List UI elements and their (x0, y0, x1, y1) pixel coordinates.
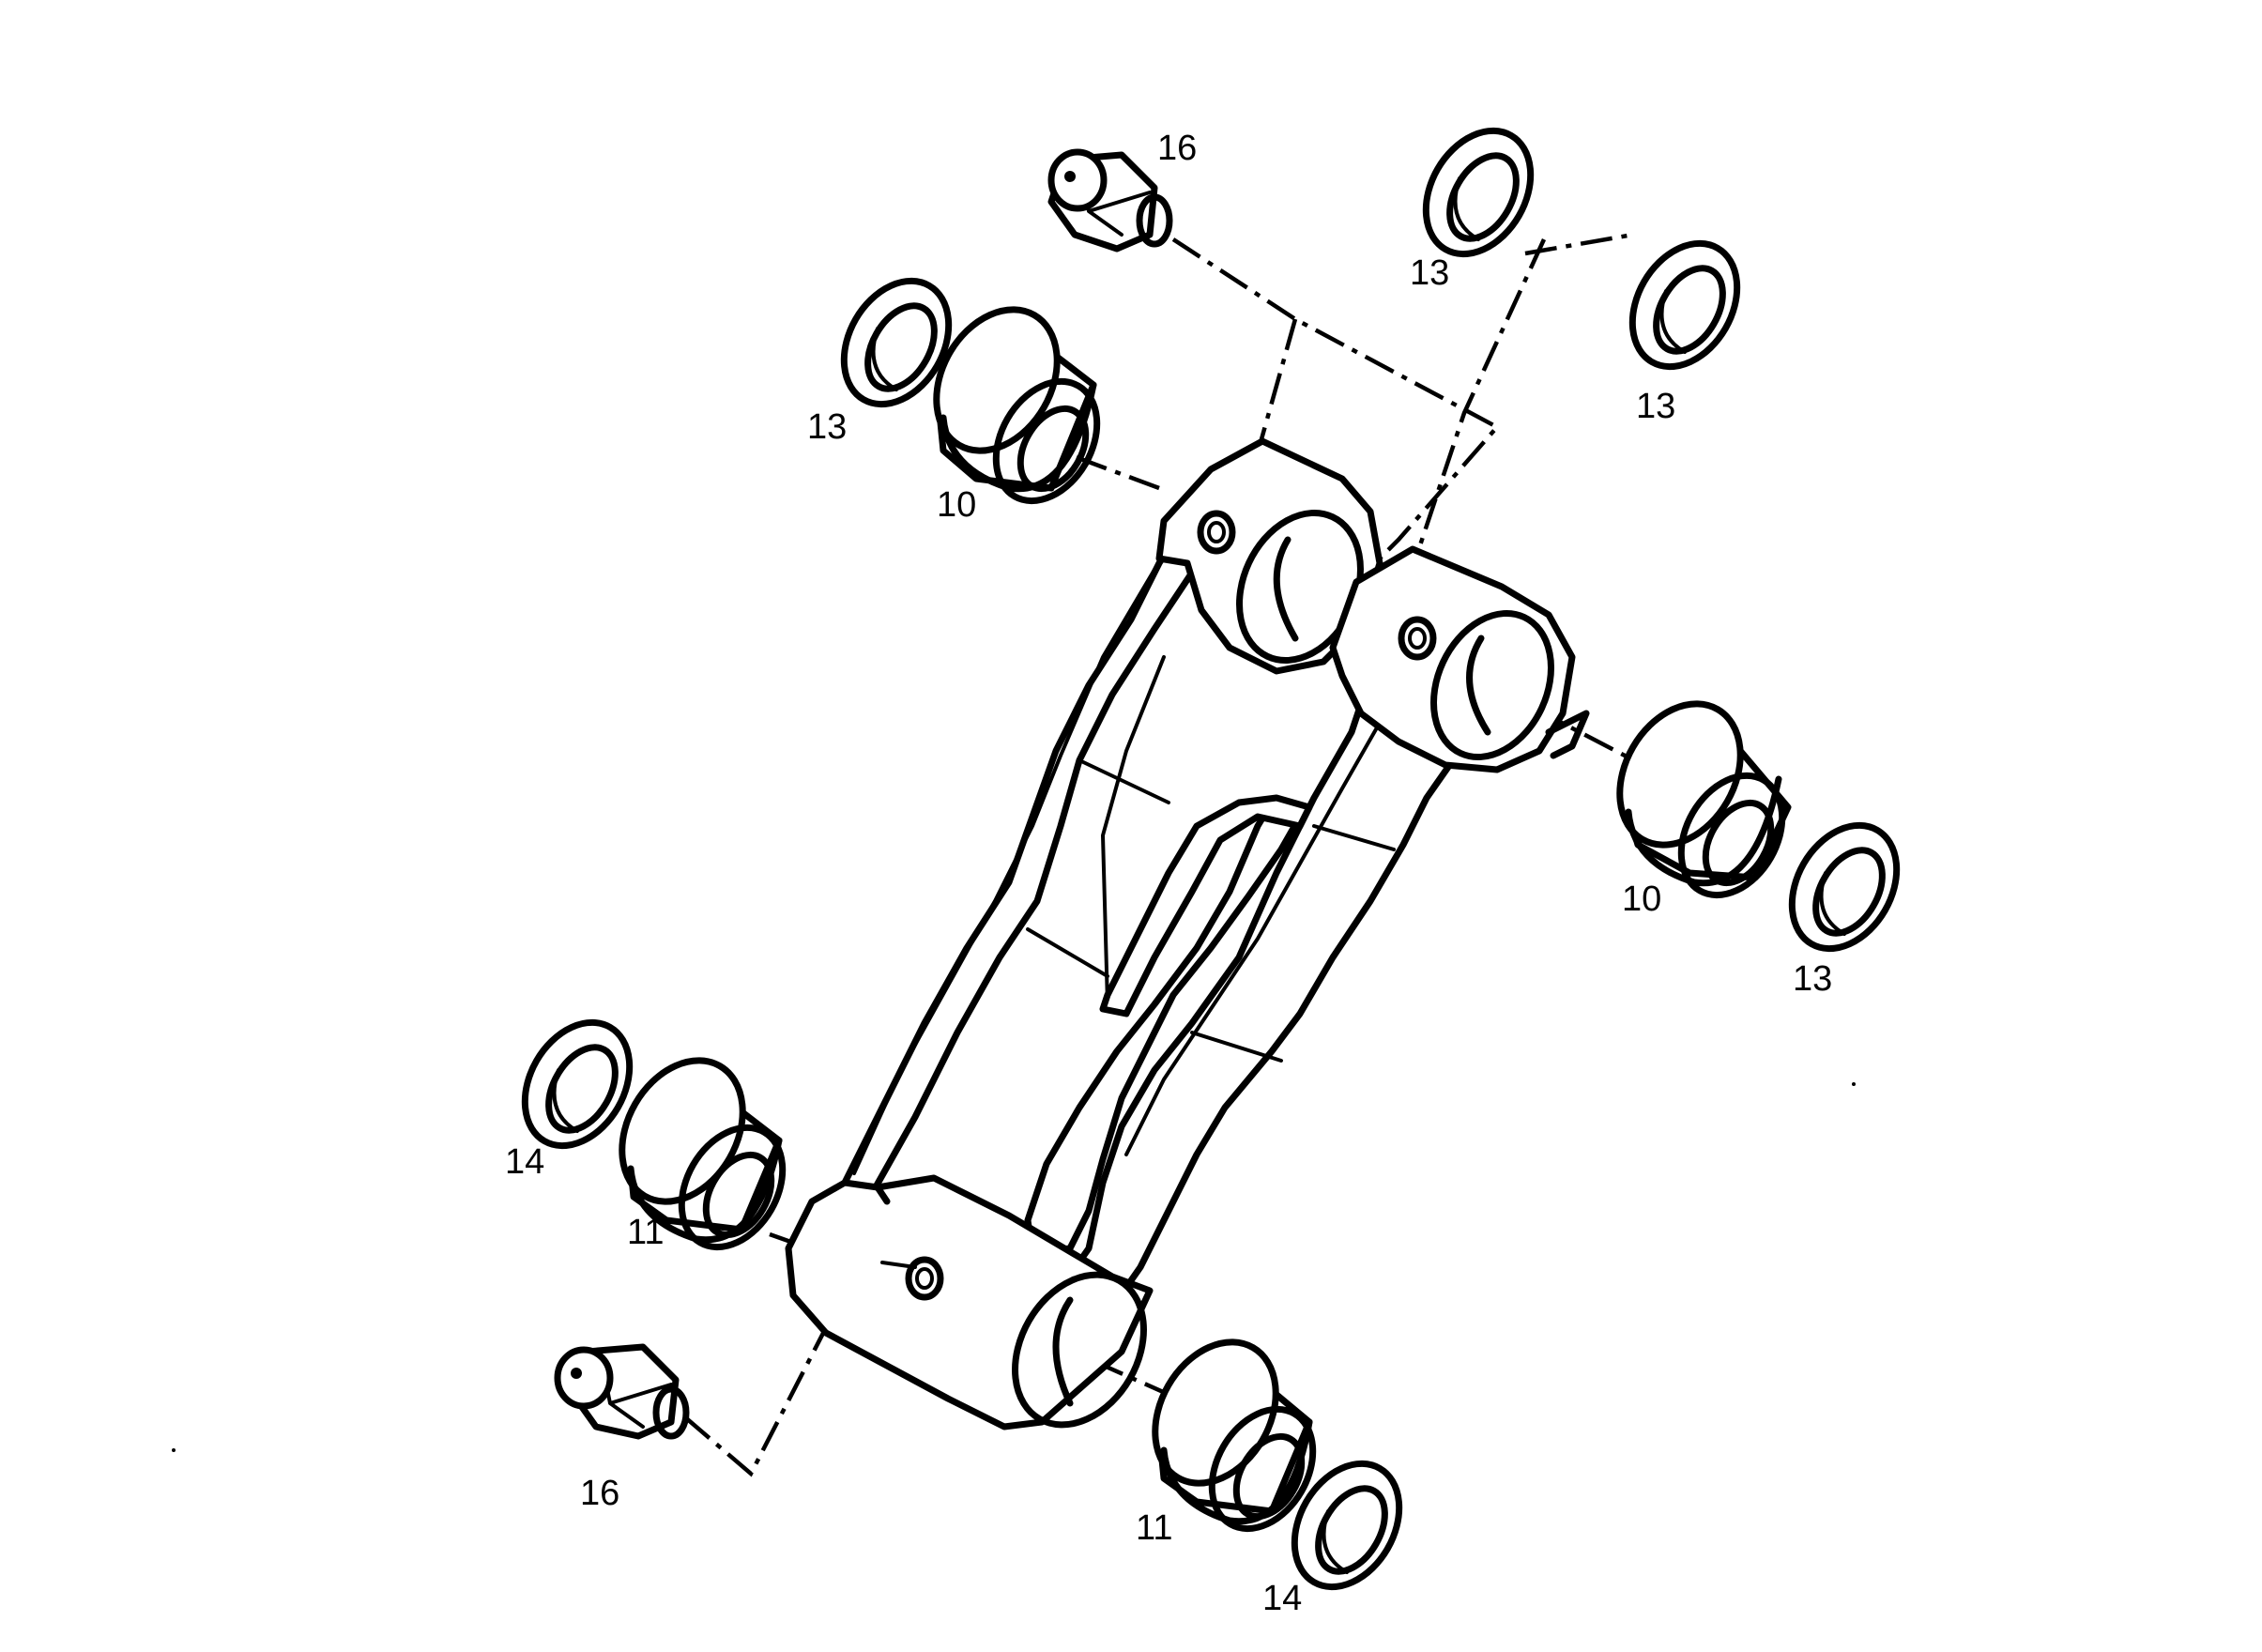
seal-ring-low-left (521, 1018, 634, 1150)
seal-ring-low-right (1291, 1460, 1403, 1591)
label-nipple-top: 16 (1157, 129, 1197, 168)
bushing-left (933, 306, 1101, 505)
label-bush-low-right: 11 (1136, 1508, 1172, 1548)
label-bush-left: 10 (937, 485, 976, 525)
label-bush-low-left: 11 (627, 1213, 664, 1252)
bushing-low-left (619, 1057, 787, 1251)
bushing-low-right (1152, 1338, 1317, 1533)
stray-dot (1852, 1082, 1856, 1086)
label-seal-top-a: 13 (1410, 253, 1449, 293)
seal-ring-top-b (1628, 239, 1741, 371)
label-seal-top-b: 13 (1636, 387, 1675, 426)
label-seal-right: 13 (1793, 959, 1832, 999)
seal-ring-right (1788, 821, 1901, 953)
bushing-right (1616, 700, 1792, 899)
label-bush-right: 10 (1622, 880, 1661, 919)
label-seal-low-left: 14 (505, 1142, 544, 1182)
seal-ring-left (840, 277, 953, 408)
stray-dot (172, 1448, 176, 1452)
label-seal-left: 13 (807, 407, 847, 447)
part-labels: 16 13 13 13 10 10 13 14 11 16 11 14 (505, 129, 1832, 1618)
seal-ring-top-a (1422, 127, 1535, 258)
label-nipple-bottom: 16 (580, 1474, 619, 1513)
label-seal-low-right: 14 (1262, 1579, 1302, 1618)
grease-nipple-top (1047, 148, 1173, 252)
grease-nipple-bottom (554, 1343, 690, 1440)
connecting-link (785, 437, 1590, 1430)
